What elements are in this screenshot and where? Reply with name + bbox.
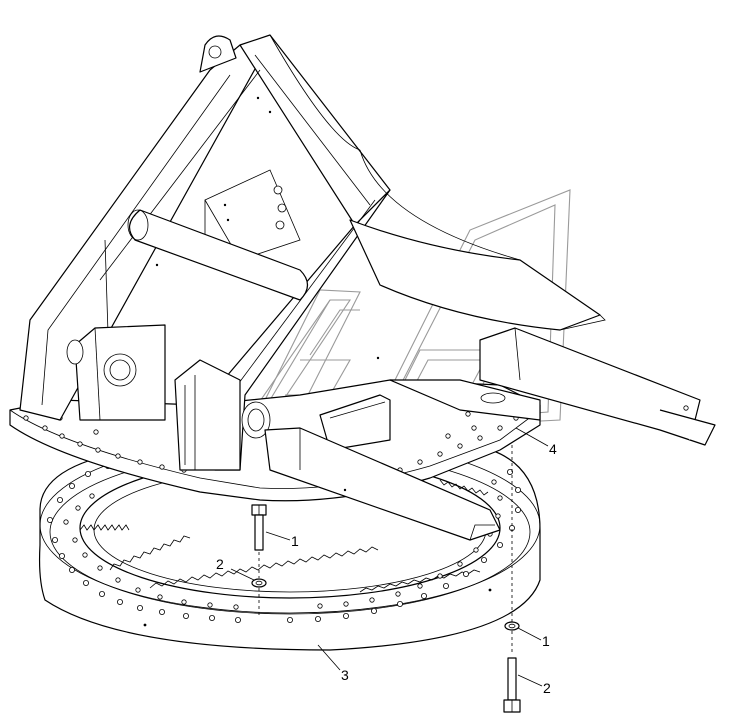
fasteners bbox=[251, 445, 521, 713]
support-bracket bbox=[264, 327, 716, 541]
callout-washer-left: 2 bbox=[216, 556, 224, 572]
callout-bolt-right: 2 bbox=[543, 680, 551, 696]
callouts: 1 2 3 4 1 2 bbox=[216, 427, 557, 696]
hinge-blocks bbox=[66, 324, 271, 471]
bolt-top bbox=[251, 504, 267, 551]
callout-support-plate: 4 bbox=[549, 441, 557, 457]
washer-left bbox=[251, 578, 267, 588]
washer-right bbox=[504, 621, 520, 631]
callout-bolt-top: 1 bbox=[291, 533, 299, 549]
bolt-right bbox=[503, 657, 521, 713]
boom-frame bbox=[19, 34, 606, 471]
callout-washer-right: 1 bbox=[542, 633, 550, 649]
callout-bearing-ring: 3 bbox=[341, 667, 349, 683]
